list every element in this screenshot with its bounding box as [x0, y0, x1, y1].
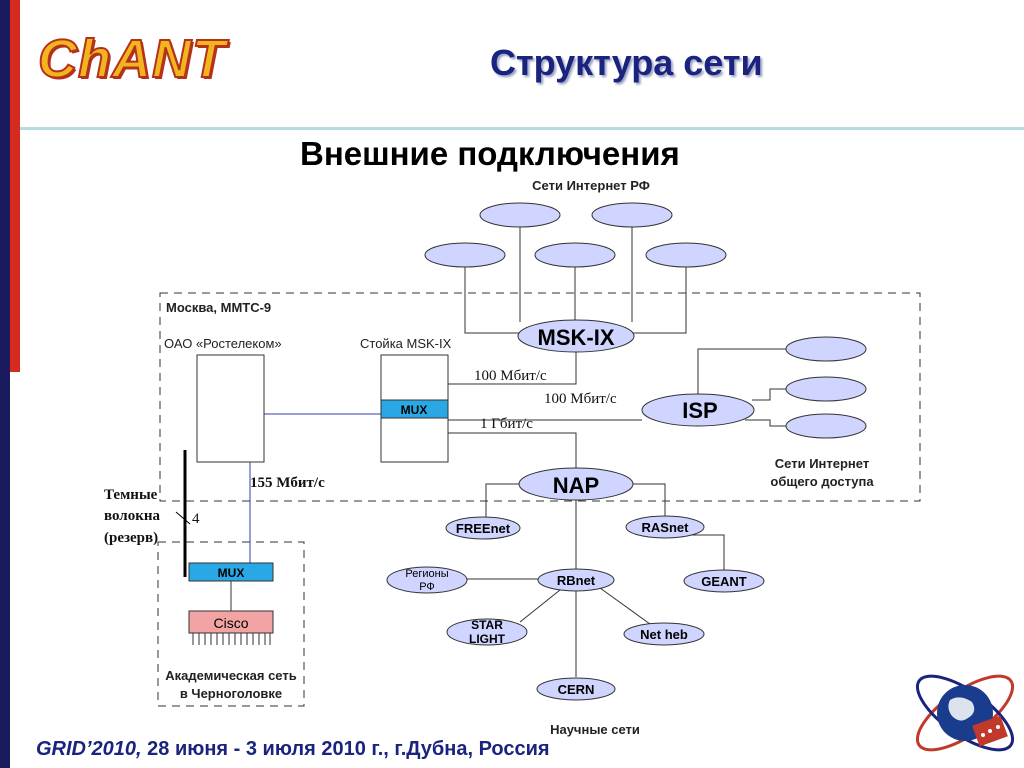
chernogolovka-mux-box — [188, 562, 274, 582]
internet-rf-label: Сети Интернет РФ — [532, 178, 650, 193]
rbnet-node — [537, 568, 615, 592]
rasnet-node — [625, 515, 705, 539]
netheb-label: Net heb — [640, 627, 688, 642]
msk-ix-links — [230, 227, 787, 677]
regions-label-2: РФ — [419, 581, 435, 593]
fiber-count-label: 4 — [192, 511, 200, 527]
rostelecom-box — [196, 354, 265, 463]
rostelecom-label: ОАО «Ростелеком» — [164, 336, 282, 351]
isp-label: ISP — [682, 398, 717, 423]
nap-label: NAP — [553, 473, 599, 498]
public-internet-nodes — [785, 336, 867, 439]
academic-label-1: Академическая сеть — [165, 668, 296, 683]
link-1g-label: 1 Гбит/с — [480, 416, 533, 432]
cisco-label: Cisco — [213, 615, 248, 631]
link-100-label-2: 100 Мбит/с — [544, 391, 617, 407]
cisco-ports — [192, 633, 271, 645]
freenet-label: FREEnet — [456, 521, 511, 536]
msk-ix-rack-label: Стойка MSK-IX — [360, 336, 452, 351]
starlight-label-1: STAR — [471, 618, 503, 632]
nap-node — [518, 467, 634, 501]
rasnet-label: RASnet — [642, 520, 690, 535]
science-nets-label: Научные сети — [550, 722, 640, 737]
netheb-node — [623, 622, 705, 646]
fiber-count-tick — [175, 511, 191, 525]
msk-ix-label: MSK-IX — [538, 325, 615, 350]
footer-dates: 28 июня - 3 июля 2010 г., г.Дубна, Росси… — [147, 738, 550, 760]
link-100-label-1: 100 Мбит/с — [474, 368, 547, 384]
slide-subtitle: Внешние подключения — [300, 135, 680, 172]
cern-label: CERN — [558, 682, 595, 697]
moscow-boundary — [159, 292, 921, 502]
left-bar-navy — [0, 0, 10, 768]
starlight-label-2: LIGHT — [469, 632, 506, 646]
chernogolovka-mux-label: MUX — [218, 566, 245, 580]
dark-fiber-label-1: Темные — [104, 487, 158, 503]
moscow-label: Москва, ММТС-9 — [166, 300, 271, 315]
public-internet-label-2: общего доступа — [770, 474, 874, 489]
slide-title: Структура сети — [490, 42, 763, 83]
cern-node — [536, 677, 616, 701]
academic-label-2: в Черноголовке — [180, 686, 282, 701]
regions-label-1: Регионы — [405, 568, 448, 580]
chant-logo: ChANT — [37, 28, 226, 90]
cisco-box — [188, 610, 274, 634]
rbnet-label: RBnet — [557, 573, 596, 588]
event-logo-icon — [915, 674, 1015, 752]
public-internet-label-1: Сети Интернет — [775, 456, 869, 471]
msk-ix-node — [517, 319, 635, 353]
mux-label: MUX — [401, 403, 428, 417]
header-rule — [20, 127, 1024, 130]
footer: GRID’2010, 28 июня - 3 июля 2010 г., г.Д… — [36, 738, 550, 761]
dark-fiber-label-2: волокна — [104, 508, 161, 524]
chernogolovka-boundary — [157, 541, 305, 707]
dark-fiber-label-3: (резерв) — [104, 530, 158, 546]
internet-rf-nodes — [424, 202, 727, 268]
left-bar-red — [10, 0, 20, 372]
starlight-node — [446, 618, 528, 646]
geant-label: GEANT — [701, 574, 747, 589]
footer-event: GRID’2010, — [36, 738, 142, 760]
link-155-label: 155 Мбит/с — [250, 475, 325, 491]
geant-node — [683, 569, 765, 593]
isp-node — [641, 393, 755, 427]
freenet-node — [445, 516, 521, 540]
mux-box — [380, 399, 449, 419]
regions-node — [386, 566, 468, 594]
